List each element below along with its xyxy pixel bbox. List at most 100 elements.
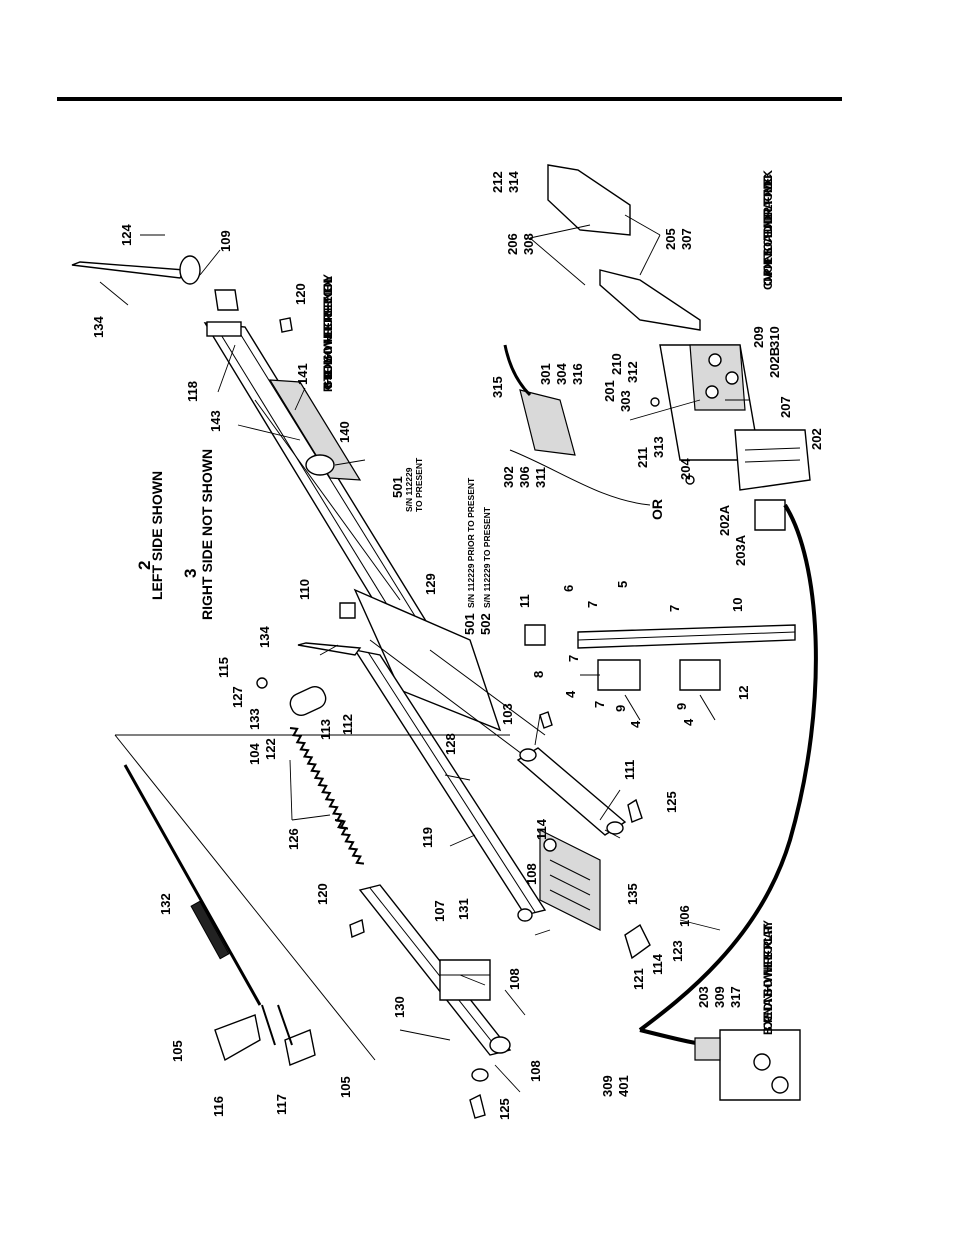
part-117: 117 — [274, 1094, 289, 1115]
bracket-4-7 — [597, 659, 641, 691]
part-4a: 4 — [563, 690, 578, 698]
part-114-lower: 114 — [650, 953, 665, 975]
part-111: 111 — [622, 760, 637, 780]
main-rail-assembly — [203, 321, 547, 1056]
post-134-upper — [71, 261, 187, 279]
part-12: 12 — [736, 686, 751, 700]
part-206: 206 — [505, 233, 520, 255]
right-side-reference-label: RIGHT SIDE ONLY SHOWN HERE FOR REFERENCE… — [321, 274, 335, 392]
part-134-lower: 134 — [257, 626, 272, 648]
part-202B: 202B — [767, 347, 782, 378]
pin-103 — [539, 711, 553, 729]
part-104: 104 — [247, 743, 262, 765]
rod-132 — [190, 900, 230, 960]
plate-205 — [599, 269, 701, 331]
flange-124 — [179, 255, 201, 285]
part-314: 314 — [506, 171, 521, 193]
part-501-sn: S/N 112229 PRIOR TO PRESENT — [466, 477, 476, 608]
part-141: 141 — [295, 363, 310, 385]
spring-rod-assembly — [114, 677, 510, 1061]
part-140: 140 — [337, 421, 352, 443]
bracket-131 — [439, 959, 491, 1001]
part-5: 5 — [615, 581, 630, 588]
pin-125-lower — [469, 1093, 486, 1119]
part-121: 121 — [631, 968, 646, 990]
part-304: 304 — [554, 363, 569, 385]
cylinder-140 — [305, 454, 335, 476]
assembly-number: 2 — [135, 561, 154, 570]
part-132: 132 — [158, 893, 173, 915]
bushing-114 — [543, 838, 557, 852]
part-306: 306 — [517, 466, 532, 488]
part-501-top-sn: S/N 112229 — [404, 467, 414, 512]
part-211: 211 — [635, 447, 650, 468]
part-127: 127 — [230, 686, 245, 708]
part-125-upper: 125 — [664, 791, 679, 813]
part-501: 501 — [462, 613, 477, 635]
part-309-cable: 309 — [600, 1075, 615, 1097]
part-201: 201 — [602, 380, 617, 402]
part-209: 209 — [751, 326, 766, 348]
part-129: 129 — [423, 573, 438, 595]
part-315: 315 — [490, 376, 505, 398]
under-deck-components — [503, 164, 811, 531]
part-108-lower: 108 — [528, 1060, 543, 1082]
part-114-upper: 114 — [534, 818, 549, 840]
part-113: 113 — [318, 719, 333, 740]
part-122: 122 — [263, 738, 278, 760]
part-134-upper: 134 — [91, 316, 106, 338]
part-9b: 9 — [674, 703, 689, 710]
part-135: 135 — [625, 883, 640, 905]
part-205: 205 — [663, 228, 678, 250]
part-131: 131 — [456, 898, 471, 920]
part-202A: 202A — [717, 504, 732, 536]
part-110: 110 — [297, 579, 312, 600]
cap-109 — [214, 289, 239, 311]
part-203A: 203A — [733, 534, 748, 566]
part-317: 317 — [728, 986, 743, 1008]
part-123: 123 — [670, 940, 685, 962]
box-pendant — [694, 1029, 801, 1101]
part-7d: 7 — [592, 701, 607, 708]
part-4b: 4 — [628, 720, 643, 728]
pendant-button-up — [753, 1053, 771, 1071]
part-204: 204 — [678, 458, 693, 480]
bushing-108 — [517, 908, 533, 922]
control-box-202 — [734, 429, 811, 491]
part-302: 302 — [501, 466, 516, 488]
part-401: 401 — [616, 1075, 631, 1097]
part-108-mid: 108 — [507, 968, 522, 990]
bracket-212 — [547, 164, 631, 236]
bushing-108-lower — [489, 1036, 511, 1054]
part-312: 312 — [625, 361, 640, 383]
cap-110 — [339, 602, 356, 619]
spring-126 — [289, 727, 349, 830]
plate-117 — [284, 1029, 316, 1066]
or-label: OR — [649, 499, 665, 520]
part-108-upper: 108 — [524, 863, 539, 885]
part-9a: 9 — [613, 705, 628, 712]
part-103: 103 — [500, 703, 515, 725]
part-308: 308 — [521, 233, 536, 255]
hinge-assembly — [469, 711, 651, 1119]
part-313: 313 — [651, 436, 666, 458]
part-4c: 4 — [681, 718, 696, 726]
part-303: 303 — [618, 390, 633, 412]
part-116: 116 — [211, 1096, 226, 1117]
valve-manifold-209 — [689, 344, 746, 411]
part-11: 11 — [517, 594, 532, 608]
part-130: 130 — [392, 996, 407, 1018]
clamp-11 — [524, 624, 546, 646]
tube-118-endcap — [206, 321, 242, 337]
bar-143 — [268, 379, 362, 481]
part-8: 8 — [531, 671, 546, 678]
rail-129 — [353, 588, 502, 732]
leader-lines — [99, 214, 750, 1093]
part-207: 207 — [778, 396, 793, 418]
clip-120-lower — [349, 919, 365, 938]
part-7a: 7 — [585, 601, 600, 608]
part-7c: 7 — [667, 605, 682, 612]
part-109: 109 — [218, 230, 233, 252]
washer-115 — [256, 677, 268, 689]
